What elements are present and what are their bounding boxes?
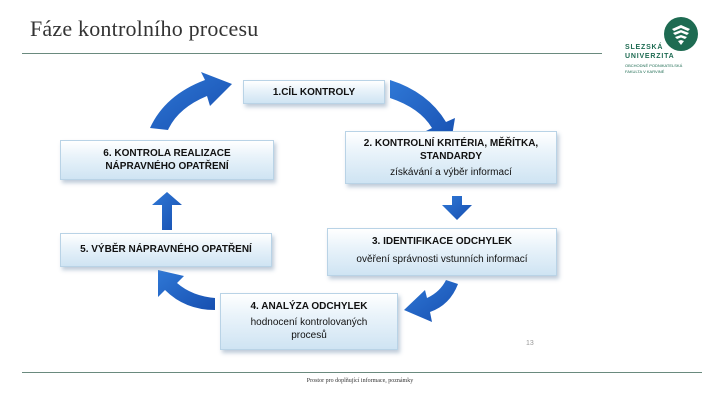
- step-3-box: 3. IDENTIFIKACE ODCHYLEK ověření správno…: [327, 228, 557, 276]
- arrow-5-to-6: [152, 192, 182, 230]
- title-divider: [22, 53, 602, 54]
- logo-text-line2: UNIVERZITA: [625, 53, 675, 60]
- step-4-subtitle: hodnocení kontrolovaných: [250, 317, 368, 328]
- step-3-title: 3. IDENTIFIKACE ODCHYLEK: [371, 236, 512, 247]
- step-4-box: 4. ANALÝZA ODCHYLEK hodnocení kontrolova…: [220, 293, 398, 350]
- step-1-title: 1.CÍL KONTROLY: [272, 87, 356, 98]
- step-6-box: 6. KONTROLA REALIZACE NÁPRAVNÉHO OPATŘEN…: [60, 140, 274, 180]
- arrow-4-to-5: [158, 270, 215, 310]
- logo-text-line1: SLEZSKÁ: [625, 44, 664, 51]
- step-2-title-line2: STANDARDY: [419, 151, 483, 162]
- step-2-subtitle: získávání a výběr informací: [390, 167, 512, 178]
- footer-note: Prostor pro doplňující informace, poznám…: [306, 378, 414, 384]
- university-emblem-icon: [664, 17, 698, 51]
- logo-text-line3: OBCHODNĚ PODNIKATELSKÁ: [625, 63, 683, 68]
- arrow-6-to-1: [150, 72, 232, 130]
- step-6-title-line2: NÁPRAVNÉHO OPATŘENÍ: [105, 161, 229, 172]
- logo-text-line4: FAKULTA V KARVINÉ: [625, 69, 665, 74]
- slide-title: Fáze kontrolního procesu: [30, 16, 259, 41]
- footer-divider: [22, 372, 702, 373]
- step-2-title: 2. KONTROLNÍ KRITÉRIA, MĚŘÍTKA,: [363, 138, 539, 149]
- step-2-box: 2. KONTROLNÍ KRITÉRIA, MĚŘÍTKA, STANDARD…: [345, 131, 557, 184]
- step-1-box: 1.CÍL KONTROLY: [243, 80, 385, 104]
- arrow-2-to-3: [442, 196, 472, 220]
- step-4-subtitle-line2: procesů: [291, 330, 327, 341]
- step-5-title: 5. VÝBĚR NÁPRAVNÉHO OPATŘENÍ: [80, 244, 252, 255]
- page-number: 13: [526, 340, 534, 347]
- step-4-title: 4. ANALÝZA ODCHYLEK: [250, 301, 368, 312]
- arrow-3-to-4: [404, 280, 458, 322]
- step-5-box: 5. VÝBĚR NÁPRAVNÉHO OPATŘENÍ: [60, 233, 272, 267]
- university-logo: SLEZSKÁ UNIVERZITA OBCHODNĚ PODNIKATELSK…: [625, 16, 705, 78]
- step-3-subtitle: ověření správnosti vstunních informací: [356, 254, 528, 265]
- step-6-title: 6. KONTROLA REALIZACE: [103, 148, 231, 159]
